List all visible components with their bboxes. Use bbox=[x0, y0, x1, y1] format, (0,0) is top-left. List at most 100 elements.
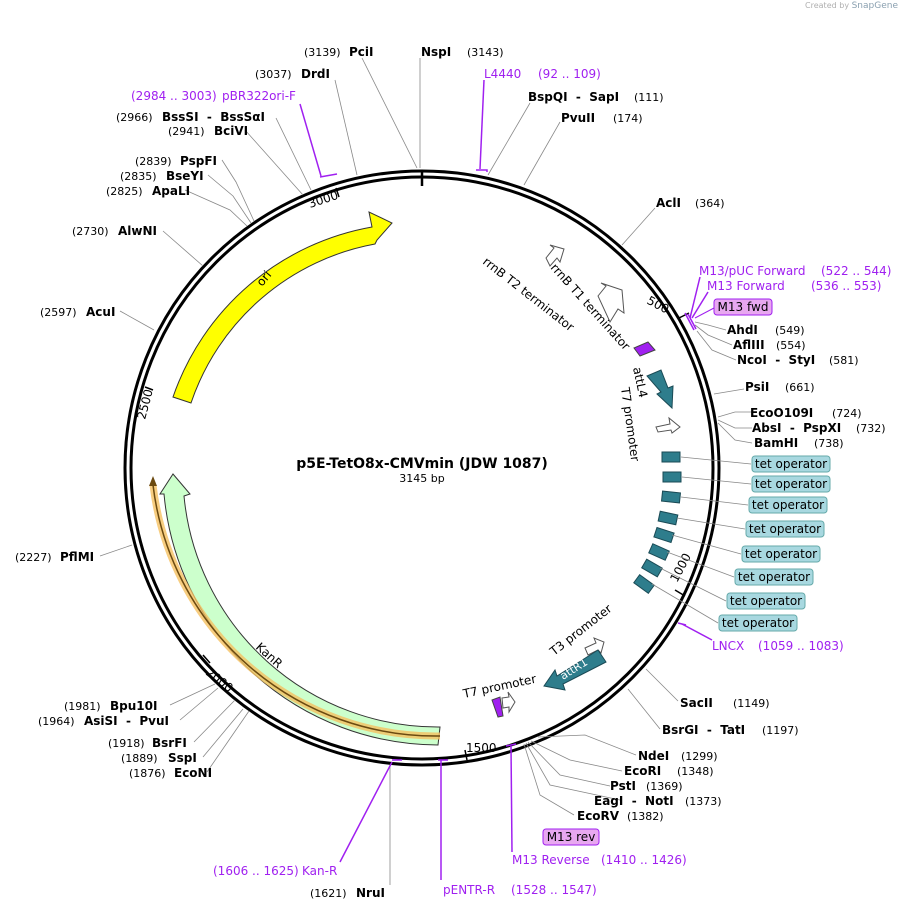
primer-range: (1606 .. 1625) bbox=[213, 864, 299, 878]
tet-operator-leaders bbox=[651, 456, 752, 624]
primer-name: L4440 bbox=[484, 67, 521, 81]
enzyme-position: (174) bbox=[613, 112, 643, 125]
tick-label-2000: 2000 bbox=[203, 665, 236, 695]
enzyme-position: (2839) bbox=[135, 155, 172, 168]
enzyme-position: (3139) bbox=[304, 46, 341, 59]
primer-name: pBR322ori-F bbox=[222, 89, 296, 103]
tick-2500 bbox=[144, 386, 154, 391]
tet-operator-box bbox=[657, 510, 679, 526]
enzyme-position: (1382) bbox=[627, 810, 664, 823]
tet-operator-label-bg bbox=[751, 475, 831, 493]
tet-operator-box bbox=[662, 471, 682, 483]
tet-operator-label-bg bbox=[748, 496, 828, 514]
enzyme-leader-lines bbox=[99, 57, 753, 885]
enzyme-position: (724) bbox=[832, 407, 862, 420]
m13-fwd-label: M13 fwd bbox=[718, 300, 769, 314]
tick-label-2500: 2500 bbox=[134, 388, 155, 421]
enzyme-position: (2825) bbox=[106, 185, 143, 198]
enzyme-position: (1889) bbox=[121, 752, 158, 765]
enzyme-name: BseYI bbox=[166, 169, 204, 183]
primer-range: (536 .. 553) bbox=[811, 279, 881, 293]
rrnb-t1-terminator-shape bbox=[597, 282, 625, 324]
enzyme-position: (1369) bbox=[646, 780, 683, 793]
tet-operator-box bbox=[633, 573, 655, 595]
tet-operator-label-bg bbox=[726, 592, 806, 610]
enzyme-position: (1348) bbox=[677, 765, 714, 778]
enzyme-name: EcoRI bbox=[624, 764, 661, 778]
enzyme-name: EcoNI bbox=[174, 766, 212, 780]
enzyme-position: (2835) bbox=[120, 170, 157, 183]
tet-operator-box bbox=[648, 543, 670, 561]
tick-2000 bbox=[202, 654, 211, 664]
tet-operator-labels: tet operator tet operator tet operator t… bbox=[718, 455, 831, 632]
m13-fwd-leader bbox=[694, 307, 715, 319]
tet-operator-label: tet operator bbox=[755, 477, 827, 491]
enzyme-name: PflMI bbox=[60, 550, 94, 564]
m13-rev-label: M13 rev bbox=[547, 830, 596, 844]
tet-operator-label: tet operator bbox=[722, 616, 794, 630]
tet-operator-box bbox=[661, 451, 681, 463]
enzyme-name: BsrGI - TatI bbox=[662, 723, 745, 737]
enzyme-position: (1918) bbox=[108, 737, 145, 750]
enzyme-name: NruI bbox=[356, 886, 385, 900]
enzyme-name: EcoO109I bbox=[750, 406, 813, 420]
tet-operator-box bbox=[660, 490, 682, 504]
enzyme-name: BspQI - SapI bbox=[528, 90, 619, 104]
primer-range: (522 .. 544) bbox=[821, 264, 891, 278]
enzyme-position: (1621) bbox=[310, 887, 347, 900]
enzyme-position: (2730) bbox=[72, 225, 109, 238]
kanr-orf-highlight bbox=[149, 484, 441, 740]
enzyme-name: PspFI bbox=[180, 154, 217, 168]
enzyme-name: SspI bbox=[168, 751, 197, 765]
primer-name: M13 Forward bbox=[707, 279, 785, 293]
plasmid-title: p5E-TetO8x-CMVmin (JDW 1087) bbox=[296, 456, 548, 472]
primer-labels: L4440 (92 .. 109) pBR322ori-F (2984 .. 3… bbox=[131, 67, 891, 897]
purple-marker-2 bbox=[491, 696, 504, 718]
enzyme-name: AlwNI bbox=[118, 224, 157, 238]
enzyme-name: AbsI - PspXI bbox=[752, 421, 841, 435]
tet-operator-label: tet operator bbox=[752, 498, 824, 512]
m13-rev-box bbox=[542, 828, 600, 846]
enzyme-name: PstI bbox=[610, 779, 636, 793]
enzyme-name: PvuII bbox=[561, 111, 595, 125]
tet-operator-box bbox=[641, 558, 663, 578]
kanr-orf-line bbox=[152, 484, 441, 737]
primer-marks bbox=[299, 79, 713, 880]
primer-range: (1410 .. 1426) bbox=[601, 853, 687, 867]
enzyme-position: (661) bbox=[785, 381, 815, 394]
primer-name: LNCX bbox=[712, 639, 744, 653]
tet-operator-label-bg bbox=[718, 614, 798, 632]
credit-brand: SnapGene bbox=[851, 1, 898, 11]
enzyme-position: (554) bbox=[776, 339, 806, 352]
t7-promoter-top-shape bbox=[655, 416, 681, 434]
enzyme-position: (1299) bbox=[681, 750, 718, 763]
kanr-orf-arrowhead bbox=[149, 476, 157, 486]
t3-promoter-shape bbox=[584, 637, 605, 656]
enzyme-position: (111) bbox=[634, 91, 664, 104]
enzyme-name: AsiSI - PvuI bbox=[84, 714, 169, 728]
enzyme-position: (549) bbox=[775, 324, 805, 337]
enzyme-name: NdeI bbox=[638, 749, 669, 763]
tick-1500 bbox=[464, 749, 468, 761]
enzyme-name: Bpu10I bbox=[110, 699, 157, 713]
primer-range: (2984 .. 3003) bbox=[131, 89, 217, 103]
enzyme-position: (1876) bbox=[129, 767, 166, 780]
enzyme-name: EagI - NotI bbox=[594, 794, 674, 808]
enzyme-name: SacII bbox=[680, 696, 713, 710]
enzyme-position: (732) bbox=[856, 422, 886, 435]
tet-operator-label: tet operator bbox=[738, 570, 810, 584]
t3-promoter-label: T3 promoter bbox=[546, 601, 614, 659]
snapgene-credit: Created by SnapGene bbox=[805, 1, 898, 11]
plasmid-size: 3145 bp bbox=[399, 472, 444, 485]
primer-range: (92 .. 109) bbox=[538, 67, 601, 81]
enzyme-position: (738) bbox=[814, 437, 844, 450]
enzyme-position: (1964) bbox=[38, 715, 75, 728]
primer-name: M13/pUC Forward bbox=[699, 264, 806, 278]
enzyme-position: (2941) bbox=[168, 125, 205, 138]
t7-promoter-bottom-label: T7 promoter bbox=[461, 672, 538, 701]
tet-operator-label: tet operator bbox=[745, 547, 817, 561]
tet-operator-label: tet operator bbox=[755, 457, 827, 471]
enzyme-position: (581) bbox=[829, 354, 859, 367]
tick-3000 bbox=[335, 187, 340, 198]
